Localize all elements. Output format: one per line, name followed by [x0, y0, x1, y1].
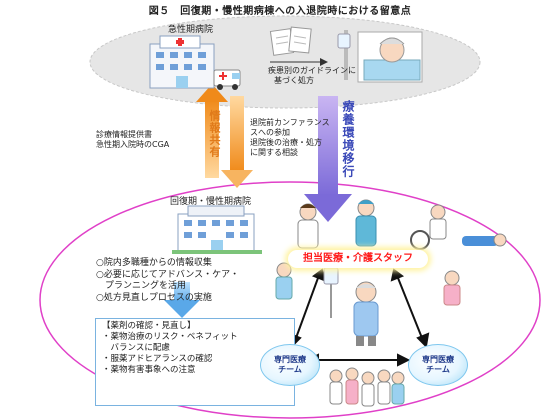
info-left-item: 診療情報提供書 [96, 130, 152, 139]
medication-review-box: 【薬剤の確認・見直し】 ・薬物治療のリスク・ベネフィット バランスに配慮 ・服薬… [95, 318, 295, 406]
info-left-list: 診療情報提供書 急性期入院時のCGA [96, 130, 169, 150]
info-down-arrow [221, 96, 253, 188]
info-right-item: 退院後の治療・処方 [250, 138, 322, 147]
recovery-bullet: ○必要に応じてアドバンス・ケア・ [96, 269, 240, 280]
team-bubble-line: 専門医療 [422, 355, 454, 364]
guideline-text: 疾患別のガイドラインに 基づく処方 [268, 66, 356, 86]
info-right-item: に関する相談 [250, 148, 298, 157]
transition-arrow [304, 96, 352, 222]
acute-hospital-building [149, 35, 215, 89]
guideline-line: 基づく処方 [274, 76, 314, 85]
team-bubble-line: チーム [278, 365, 302, 374]
review-arrow [164, 282, 200, 318]
patient-in-bed [337, 30, 423, 83]
team-bubble-line: チーム [426, 365, 450, 374]
review-item: ・服薬アドヒアランスの確認 [102, 354, 213, 364]
recovery-hospital-label: 回復期・慢性期病院 [170, 197, 252, 207]
review-heading: 【薬剤の確認・見直し】 [102, 321, 196, 331]
team-bubble-right: 専門医療 チーム [408, 344, 468, 386]
team-bubble-line: 専門医療 [274, 355, 306, 364]
info-right-list: 退院前カンファランス スへの参加 退院後の治療・処方 に関する相談 [250, 118, 330, 158]
prescription-papers [269, 26, 312, 56]
guideline-line: 疾患別のガイドラインに [268, 66, 356, 75]
info-right-item: 退院前カンファランス [250, 118, 330, 127]
info-share-label: 情報共有 [208, 110, 221, 158]
recovery-bullet: ○院内多職種からの情報収集 [96, 258, 212, 268]
ambulance [213, 69, 241, 90]
acute-hospital-label: 急性期病院 [168, 25, 214, 35]
staff-figures [275, 199, 507, 407]
review-item: ・薬物治療のリスク・ベネフィット [102, 332, 238, 342]
figure-title: 図５ 回復期・慢性期病棟への入退院時における留意点 [148, 6, 412, 17]
review-item: バランスに配慮 [102, 343, 170, 353]
info-right-item: スへの参加 [250, 128, 290, 137]
recovery-bullets: ○院内多職種からの情報収集 ○必要に応じてアドバンス・ケア・ プランニングを活用… [96, 258, 239, 304]
recovery-bullet: ○処方見直しプロセスの実施 [96, 292, 212, 303]
team-bubble-left: 専門医療 チーム [260, 344, 320, 386]
staff-banner: 担当医療・介護スタッフ [288, 250, 428, 268]
info-up-arrow [196, 84, 228, 178]
recovery-bullet: プランニングを活用 [96, 281, 187, 291]
review-item: ・薬物有害事象への注意 [102, 365, 196, 375]
transition-label: 療養環境移行 [341, 100, 355, 178]
info-left-item: 急性期入院時のCGA [96, 140, 170, 149]
recovery-hospital-building [172, 205, 262, 254]
